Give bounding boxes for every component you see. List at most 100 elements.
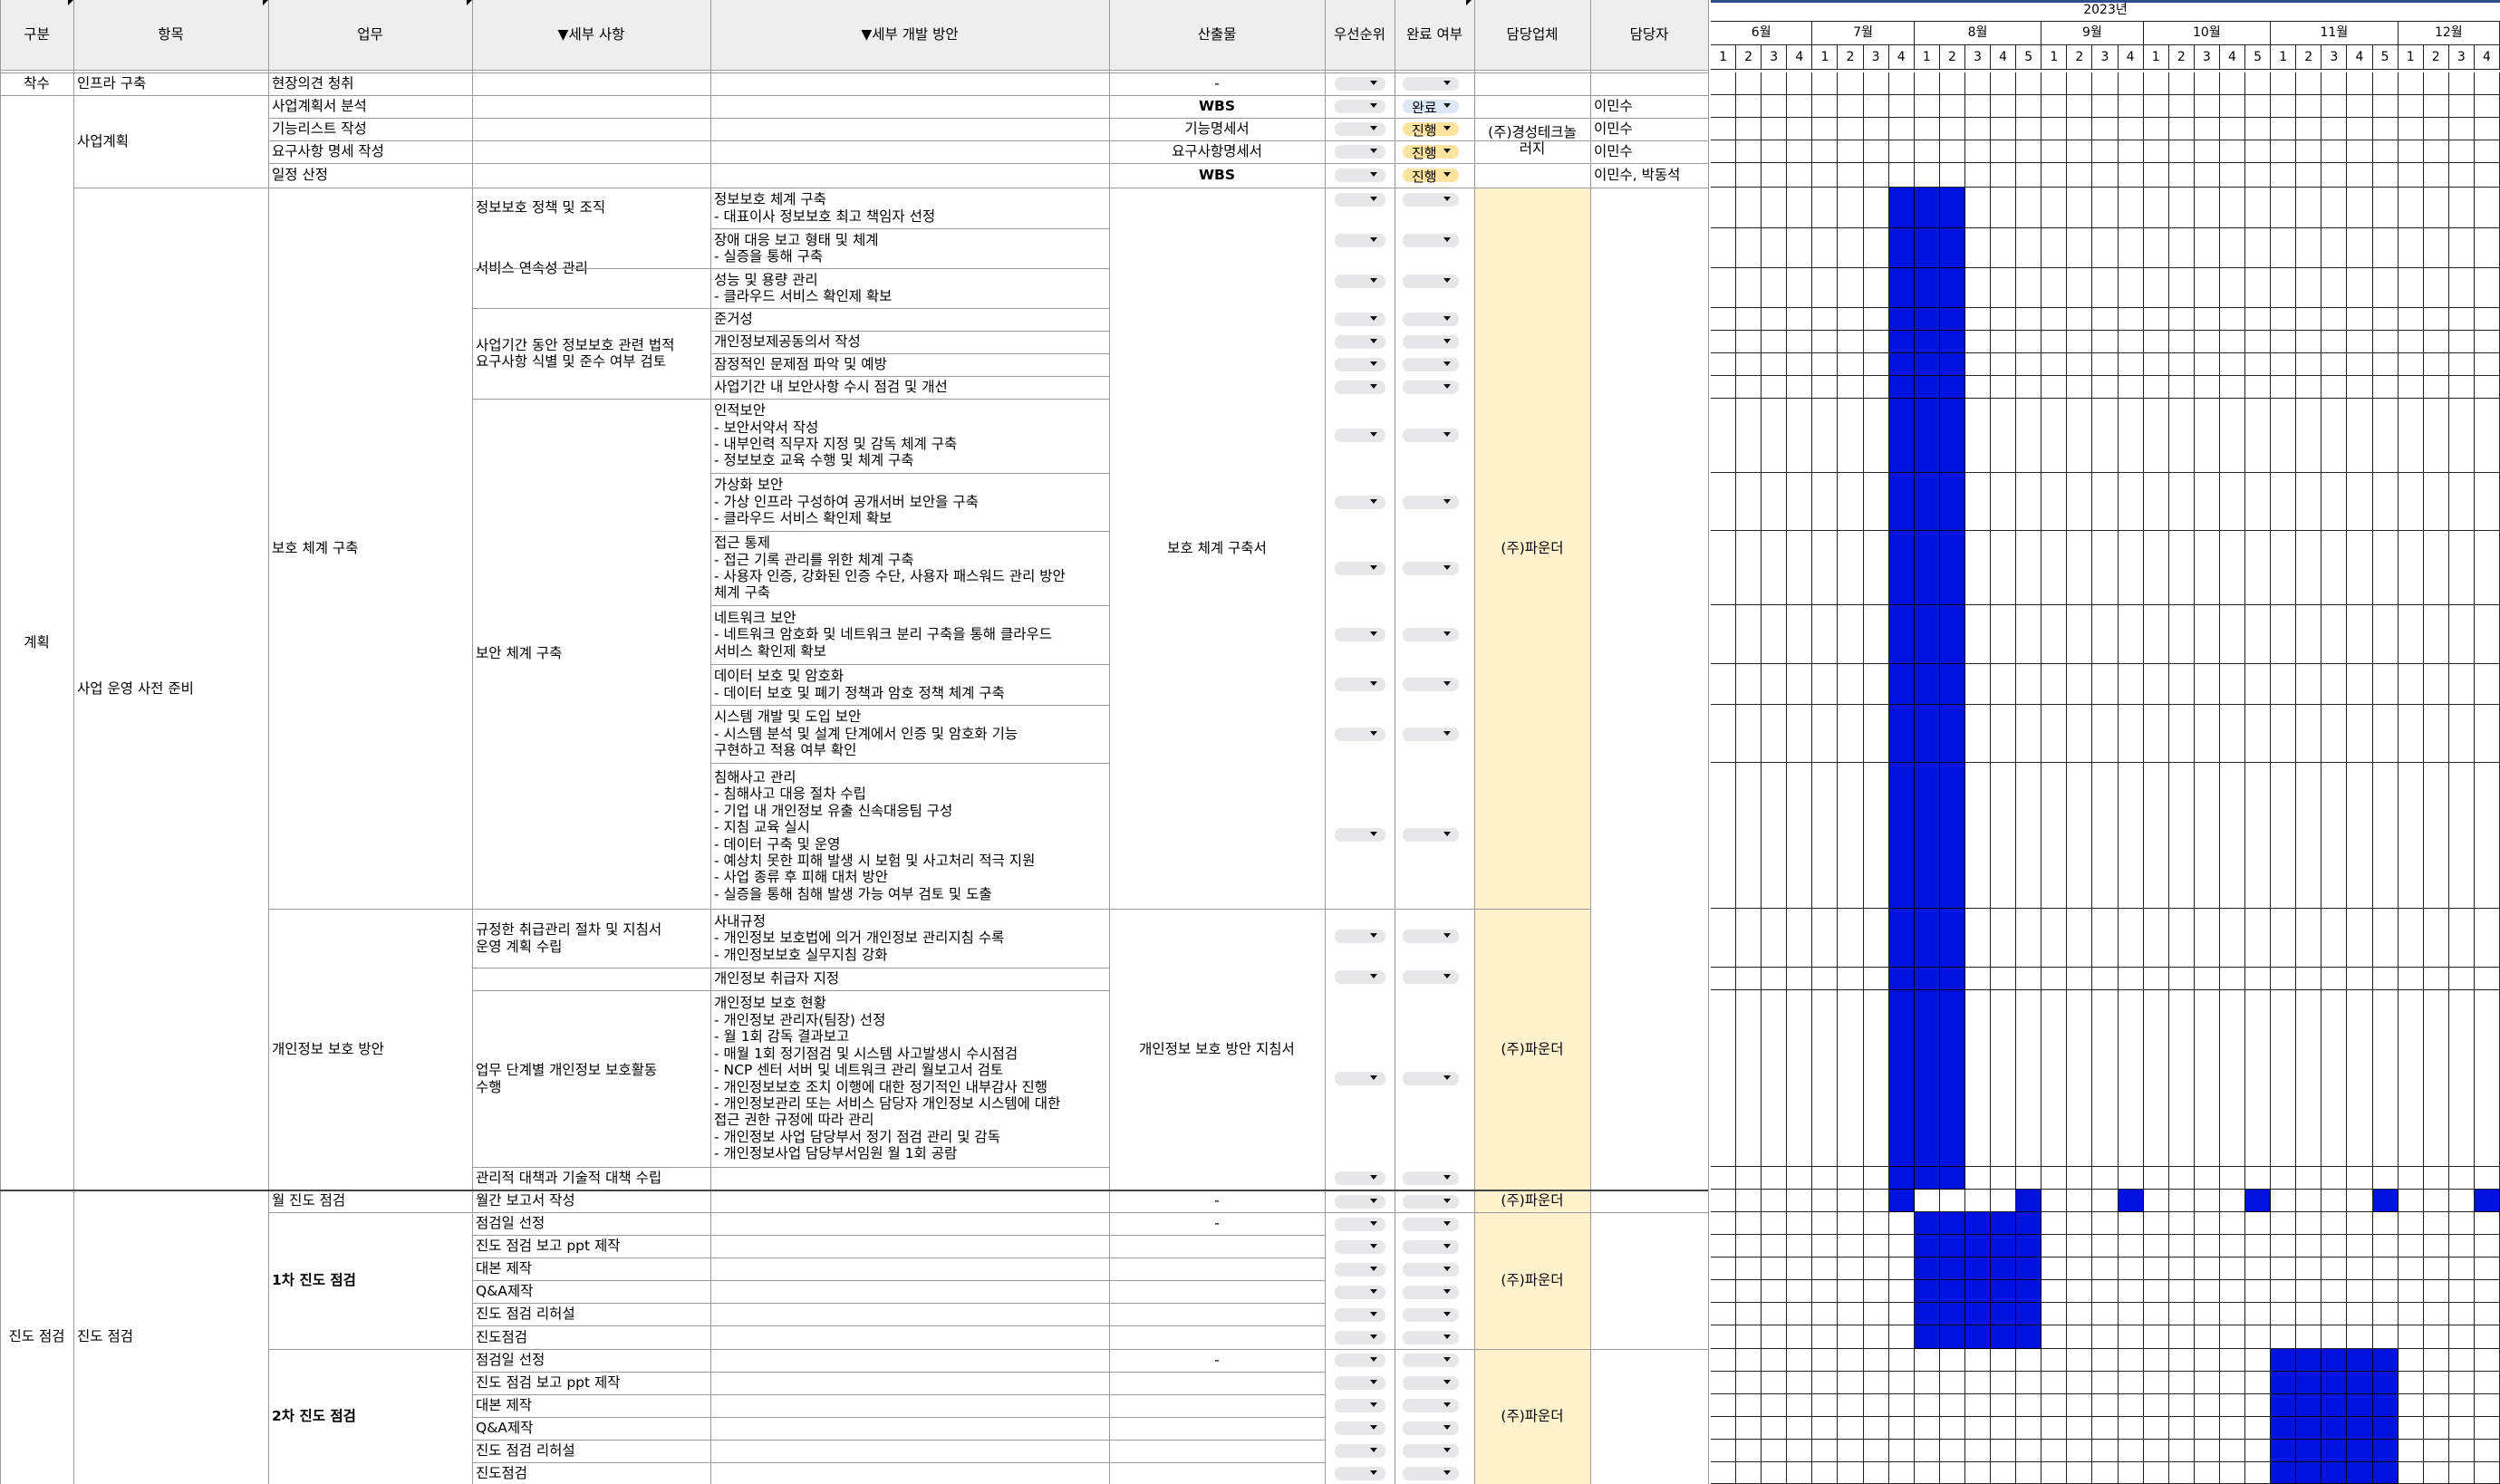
gantt-cell[interactable] bbox=[2474, 163, 2500, 188]
gantt-cell[interactable] bbox=[2168, 705, 2195, 763]
gantt-cell[interactable] bbox=[1711, 163, 1737, 188]
gantt-cell[interactable] bbox=[2194, 376, 2220, 399]
gantt-cell[interactable] bbox=[1711, 399, 1737, 473]
gantt-cell[interactable] bbox=[1914, 1190, 1940, 1212]
gantt-cell[interactable] bbox=[1711, 1258, 1737, 1280]
gantt-cell[interactable] bbox=[1914, 1394, 1940, 1417]
gantt-cell[interactable] bbox=[1787, 163, 1813, 188]
gantt-cell[interactable] bbox=[1838, 605, 1864, 664]
gantt-cell[interactable] bbox=[2194, 1280, 2220, 1303]
gantt-cell[interactable] bbox=[2194, 1303, 2220, 1325]
dropdown-select[interactable] bbox=[1403, 1218, 1459, 1231]
gantt-cell[interactable] bbox=[2042, 399, 2068, 473]
gantt-cell[interactable] bbox=[1888, 1440, 1915, 1462]
gantt-cell[interactable] bbox=[1964, 353, 1992, 376]
gantt-cell[interactable] bbox=[2143, 1372, 2169, 1394]
gantt-cell[interactable] bbox=[2118, 1303, 2144, 1325]
gantt-cell[interactable] bbox=[2245, 95, 2272, 118]
dropdown-select[interactable] bbox=[1335, 562, 1385, 575]
gantt-cell[interactable] bbox=[1991, 1417, 2017, 1440]
gantt-cell[interactable] bbox=[2245, 1417, 2272, 1440]
gantt-cell[interactable] bbox=[1711, 909, 1737, 968]
gantt-cell[interactable] bbox=[2067, 399, 2093, 473]
gantt-cell[interactable] bbox=[2398, 118, 2424, 140]
gantt-cell[interactable] bbox=[2067, 1258, 2093, 1280]
gantt-cell[interactable] bbox=[2296, 140, 2322, 163]
gantt-cell[interactable] bbox=[1787, 990, 1813, 1167]
gantt-cell[interactable] bbox=[1711, 1212, 1737, 1235]
gantt-cell[interactable] bbox=[2118, 531, 2144, 605]
gantt-cell[interactable] bbox=[2347, 228, 2373, 268]
gantt-cell[interactable] bbox=[1812, 228, 1839, 268]
gantt-cell[interactable] bbox=[2143, 1462, 2169, 1484]
gantt-cell[interactable] bbox=[2168, 664, 2195, 705]
gantt-cell[interactable] bbox=[2245, 605, 2272, 664]
gantt-cell[interactable] bbox=[1838, 473, 1864, 531]
gantt-cell[interactable] bbox=[2474, 473, 2500, 531]
dropdown-select[interactable] bbox=[1335, 1444, 1385, 1458]
dropdown-select[interactable] bbox=[1403, 1308, 1459, 1322]
gantt-cell[interactable] bbox=[2092, 763, 2119, 909]
gantt-cell[interactable] bbox=[2321, 990, 2348, 1167]
gantt-cell[interactable] bbox=[2042, 1394, 2068, 1417]
gantt-cell[interactable] bbox=[1736, 705, 1762, 763]
gantt-cell[interactable] bbox=[1991, 1440, 2017, 1462]
gantt-cell[interactable] bbox=[1888, 1372, 1915, 1394]
gantt-cell[interactable] bbox=[2448, 399, 2475, 473]
gantt-cell[interactable] bbox=[2321, 705, 2348, 763]
gantt-cell[interactable] bbox=[1863, 664, 1889, 705]
gantt-cell[interactable] bbox=[2118, 188, 2144, 228]
gantt-cell[interactable] bbox=[2042, 1440, 2068, 1462]
gantt-cell[interactable] bbox=[2016, 531, 2042, 605]
gantt-cell[interactable] bbox=[2271, 228, 2297, 268]
gantt-cell[interactable] bbox=[2016, 268, 2042, 308]
gantt-cell[interactable] bbox=[1812, 531, 1839, 605]
gantt-cell[interactable] bbox=[2016, 163, 2042, 188]
gantt-cell[interactable] bbox=[2296, 763, 2322, 909]
gantt-cell[interactable] bbox=[1914, 1417, 1940, 1440]
gantt-cell[interactable] bbox=[2067, 95, 2093, 118]
gantt-cell[interactable] bbox=[2219, 268, 2246, 308]
gantt-cell[interactable] bbox=[1863, 1349, 1889, 1372]
gantt-cell[interactable] bbox=[2398, 228, 2424, 268]
dropdown-select[interactable] bbox=[1335, 728, 1385, 741]
gantt-cell[interactable] bbox=[1863, 1394, 1889, 1417]
gantt-cell[interactable] bbox=[2296, 1303, 2322, 1325]
gantt-cell[interactable] bbox=[1991, 968, 2017, 990]
gantt-cell[interactable] bbox=[1711, 664, 1737, 705]
gantt-cell[interactable] bbox=[1812, 1190, 1839, 1212]
gantt-cell[interactable] bbox=[2372, 140, 2399, 163]
gantt-cell[interactable] bbox=[1838, 268, 1864, 308]
gantt-cell[interactable] bbox=[1838, 1417, 1864, 1440]
gantt-cell[interactable] bbox=[1991, 95, 2017, 118]
dropdown-select[interactable] bbox=[1403, 1263, 1459, 1277]
gantt-bar[interactable] bbox=[2016, 1190, 2042, 1212]
gantt-cell[interactable] bbox=[2271, 118, 2297, 140]
dropdown-select[interactable] bbox=[1335, 335, 1385, 349]
gantt-cell[interactable] bbox=[2143, 664, 2169, 705]
gantt-cell[interactable] bbox=[1812, 909, 1839, 968]
gantt-cell[interactable] bbox=[1736, 268, 1762, 308]
gantt-cell[interactable] bbox=[2168, 399, 2195, 473]
gantt-cell[interactable] bbox=[2194, 1258, 2220, 1280]
gantt-cell[interactable] bbox=[1762, 763, 1788, 909]
gantt-cell[interactable] bbox=[2194, 228, 2220, 268]
gantt-cell[interactable] bbox=[2168, 1235, 2195, 1258]
gantt-cell[interactable] bbox=[1838, 705, 1864, 763]
gantt-cell[interactable] bbox=[2296, 909, 2322, 968]
gantt-cell[interactable] bbox=[2042, 1372, 2068, 1394]
gantt-cell[interactable] bbox=[2016, 353, 2042, 376]
gantt-cell[interactable] bbox=[2372, 1303, 2399, 1325]
gantt-cell[interactable] bbox=[1964, 399, 1992, 473]
gantt-cell[interactable] bbox=[1812, 664, 1839, 705]
gantt-cell[interactable] bbox=[1762, 95, 1788, 118]
gantt-cell[interactable] bbox=[2372, 763, 2399, 909]
gantt-cell[interactable] bbox=[2423, 268, 2449, 308]
gantt-cell[interactable] bbox=[2042, 72, 2068, 95]
gantt-cell[interactable] bbox=[2168, 605, 2195, 664]
gantt-cell[interactable] bbox=[2271, 763, 2297, 909]
gantt-cell[interactable] bbox=[1812, 968, 1839, 990]
gantt-cell[interactable] bbox=[2143, 1303, 2169, 1325]
gantt-cell[interactable] bbox=[2296, 308, 2322, 331]
gantt-cell[interactable] bbox=[2245, 1349, 2272, 1372]
